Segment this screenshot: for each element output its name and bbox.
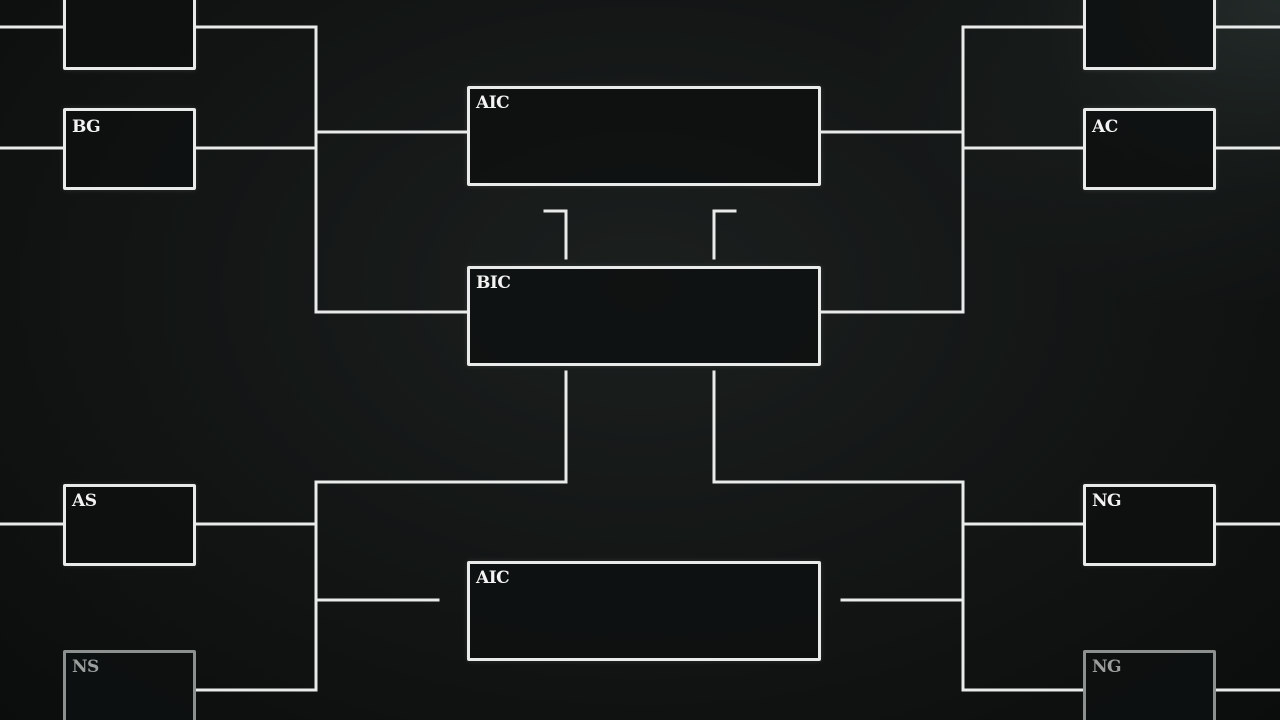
slot-label: BIC — [476, 273, 511, 293]
slot-right-3[interactable]: NG — [1083, 484, 1216, 566]
slot-center-mid[interactable]: BIC — [467, 266, 821, 366]
slot-label: NG — [1092, 657, 1122, 677]
slot-left-2[interactable]: BG — [63, 108, 196, 190]
slot-label: BG — [72, 117, 101, 137]
slot-label: NS — [1092, 0, 1119, 4]
slot-left-3[interactable]: AS — [63, 484, 196, 566]
slot-right-1[interactable]: NS — [1083, 0, 1216, 70]
slot-label: AS — [72, 491, 97, 511]
connector-center-tick-left — [543, 209, 568, 260]
slot-right-2[interactable]: AC — [1083, 108, 1216, 190]
connector-center-tick-right — [712, 209, 737, 260]
slot-left-1[interactable]: BC — [63, 0, 196, 70]
slot-left-4[interactable]: NS — [63, 650, 196, 720]
connector-mid-down-right — [712, 370, 1086, 692]
slot-right-4[interactable]: NG — [1083, 650, 1216, 720]
connector-mid-down-left — [193, 370, 568, 692]
slot-label: NS — [72, 657, 99, 677]
slot-label: AIC — [476, 568, 510, 588]
slot-label: AIC — [476, 93, 510, 113]
slot-center-bottom[interactable]: AIC — [467, 561, 821, 661]
slot-center-top[interactable]: AIC — [467, 86, 821, 186]
slot-label: BC — [72, 0, 100, 4]
connector-left-1 — [0, 25, 470, 314]
slot-label: AC — [1092, 117, 1118, 137]
connector-right-1 — [818, 25, 1280, 314]
slot-label: NG — [1092, 491, 1122, 511]
